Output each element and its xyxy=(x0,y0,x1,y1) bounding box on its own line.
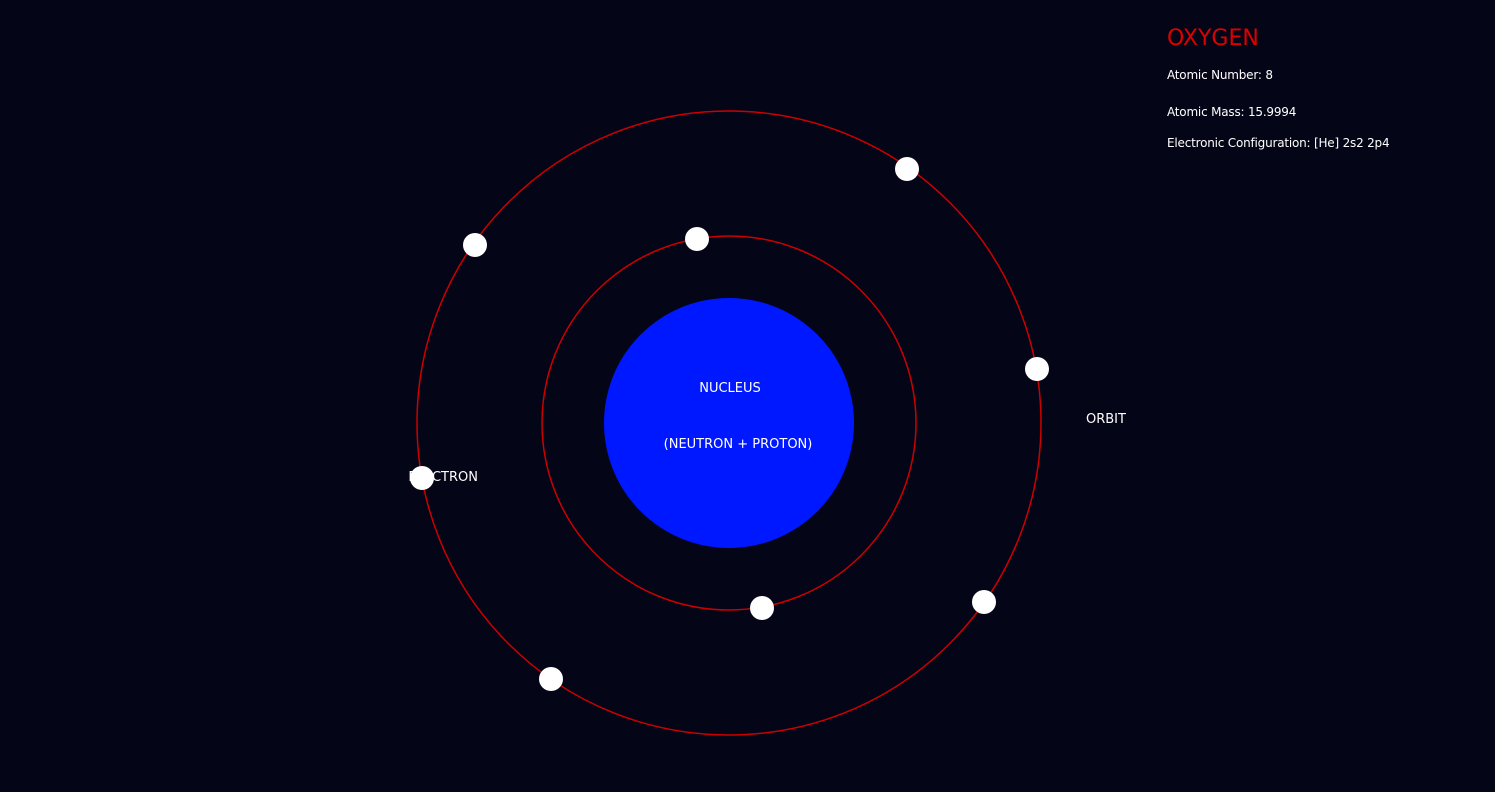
nucleus-label: NUCLEUS xyxy=(699,381,761,396)
atomic-number: Atomic Number: 8 xyxy=(1167,68,1273,82)
inner-orbit xyxy=(541,235,917,611)
atomic-mass: Atomic Mass: 15.9994 xyxy=(1167,105,1297,119)
electrons-group xyxy=(410,157,1049,691)
electron xyxy=(972,590,996,614)
nucleus-sublabel: (NEUTRON + PROTON) xyxy=(664,437,813,452)
electron xyxy=(895,157,919,181)
electron xyxy=(685,227,709,251)
electron xyxy=(1025,357,1049,381)
orbit-label: ORBIT xyxy=(1086,412,1126,427)
electron xyxy=(463,233,487,257)
outer-orbit xyxy=(416,110,1042,736)
electronic-configuration: Electronic Configuration: [He] 2s2 2p4 xyxy=(1167,136,1390,150)
electron xyxy=(410,466,434,490)
electron xyxy=(750,596,774,620)
element-name: OXYGEN xyxy=(1167,26,1259,51)
nucleus xyxy=(604,298,854,548)
electron xyxy=(539,667,563,691)
